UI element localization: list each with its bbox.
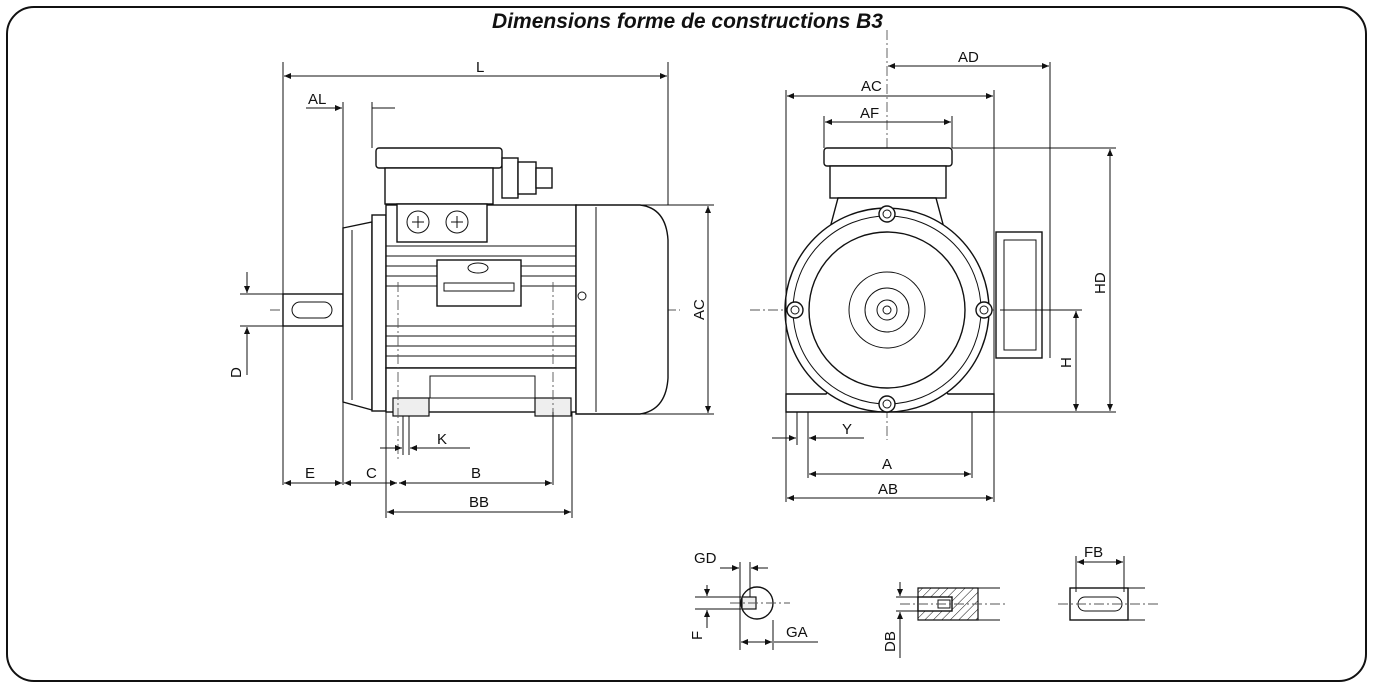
label-AC-front: AC <box>861 78 882 95</box>
label-B: B <box>471 465 481 482</box>
label-C: C <box>366 465 377 482</box>
label-L: L <box>476 59 484 76</box>
label-AL: AL <box>308 91 326 108</box>
label-AD: AD <box>958 49 979 66</box>
label-A: A <box>882 456 892 473</box>
label-E: E <box>305 465 315 482</box>
motor-side-view <box>270 147 680 460</box>
label-AC-side: AC <box>691 299 708 320</box>
shaft-end-section <box>896 582 1005 658</box>
motor-front-view <box>750 30 1043 440</box>
shaft-key-section <box>695 562 818 650</box>
label-DB: DB <box>882 631 899 652</box>
label-GA: GA <box>786 624 808 641</box>
label-BB: BB <box>469 494 489 511</box>
drawing-title: Dimensions forme de constructions B3 <box>492 10 883 33</box>
label-AF: AF <box>860 105 879 122</box>
label-F: F <box>689 631 706 640</box>
dimension-labels: L AL D E C K B BB AC AD AC AF HD H Y A A… <box>228 49 1109 652</box>
label-AB: AB <box>878 481 898 498</box>
label-FB: FB <box>1084 544 1103 561</box>
shaft-key-top-view <box>1058 556 1160 621</box>
label-K: K <box>437 431 447 448</box>
label-H: H <box>1058 357 1075 368</box>
label-GD: GD <box>694 550 717 567</box>
dimension-lines <box>240 62 1116 518</box>
label-HD: HD <box>1092 272 1109 294</box>
label-Y: Y <box>842 421 852 438</box>
label-D: D <box>228 367 245 378</box>
